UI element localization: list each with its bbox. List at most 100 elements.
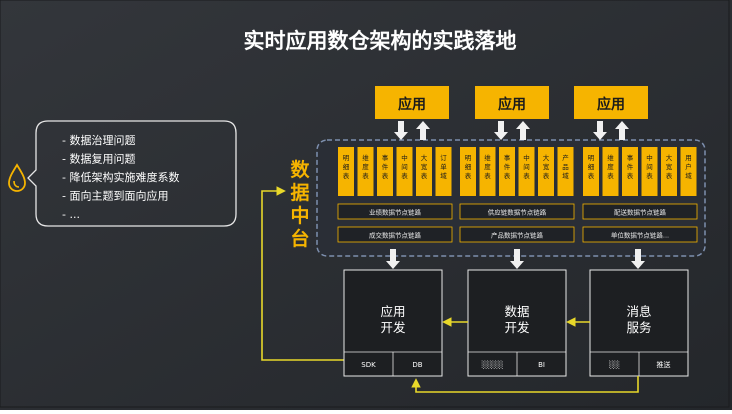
application-box: 应用: [475, 86, 549, 119]
table-label: 订单域: [440, 154, 447, 180]
chain-box-bottom: 产品数据节点链路: [459, 226, 575, 243]
table-box: [416, 147, 432, 196]
service-title: 数据: [504, 304, 529, 319]
table-box: [622, 147, 638, 196]
table-label: 明细表: [343, 154, 350, 180]
bullet-item: - 面向主题到面向应用: [62, 189, 168, 203]
platform-to-services-arrows: [386, 249, 645, 269]
table-box: [680, 147, 697, 196]
table-label: 维度表: [607, 153, 614, 180]
table-label: 中间表: [646, 153, 653, 180]
table-box: [377, 147, 393, 196]
app-up-arrow: [516, 121, 530, 140]
platform-label-char: 数: [290, 158, 310, 181]
platform-label-char: 中: [290, 204, 309, 227]
table-label: 维度表: [362, 153, 369, 180]
chain-box-top: 业绩数据节点链路: [337, 203, 453, 220]
application-box: 应用: [375, 86, 449, 119]
table-label: 中间表: [523, 153, 530, 180]
bullet-item: - 数据治理问题: [62, 133, 135, 147]
platform-down-arrow: [510, 249, 524, 269]
chain-label: 供应链数据节点链路: [488, 208, 547, 217]
app-up-arrow: [615, 121, 629, 140]
application-box: 应用: [574, 86, 648, 119]
application-label: 应用: [498, 96, 526, 113]
service-cell-label: DB: [412, 361, 422, 369]
table-label: 中间表: [401, 153, 408, 180]
table-label: 维度表: [484, 153, 491, 180]
app-down-arrow: [394, 121, 408, 140]
table-label: 大宽表: [421, 153, 428, 180]
table-label: 事件表: [504, 153, 511, 180]
chain-box-top: 配送数据节点链路: [582, 203, 698, 220]
table-box: [396, 147, 413, 196]
platform-label-char: 据: [290, 181, 309, 204]
platform-label-char: 台: [290, 227, 309, 250]
platform-down-arrow: [386, 249, 400, 269]
service-title: 服务: [626, 320, 651, 335]
chain-box-top: 供应链数据节点链路: [459, 203, 575, 220]
table-box: [557, 147, 574, 196]
chain-box-bottom: 成交数据节点链路: [337, 226, 453, 243]
table-box: [641, 147, 658, 196]
application-label: 应用: [398, 96, 426, 113]
table-label: 明细表: [588, 154, 595, 180]
table-box: [460, 147, 476, 196]
table-box: [518, 147, 535, 196]
service-title: 开发: [380, 320, 406, 335]
chain-label: 单位数据节点链路...: [611, 231, 669, 240]
app-up-arrow: [416, 121, 430, 140]
chain-box-bottom: 单位数据节点链路...: [582, 226, 698, 243]
table-label: 产品域: [562, 153, 569, 180]
table-label: 事件表: [627, 153, 634, 180]
table-box: [583, 147, 599, 196]
bullet-item: - 数据复用问题: [62, 152, 135, 166]
table-label: 用户域: [685, 154, 692, 180]
page-title: 实时应用数仓架构的实践落地: [244, 29, 517, 53]
data-domain-group: 明细表 维度表 事件表 中间表 大宽表 用户域配送数据节点链路单位数据节点链路...: [582, 147, 698, 243]
app-down-arrow: [494, 121, 508, 140]
table-label: 明细表: [465, 154, 472, 180]
table-box: [661, 147, 677, 196]
table-box: [479, 147, 496, 196]
issues-bubble: - 数据治理问题 - 数据复用问题 - 降低架构实施难度系数 - 面向主题到面向应用 -…: [27, 120, 237, 227]
chain-label: 业绩数据节点链路: [369, 208, 422, 217]
service-cell-label: ░░░░: [482, 360, 504, 369]
feedback-connector: [261, 186, 344, 361]
service-cell-label: ░░: [609, 360, 620, 369]
table-box: [499, 147, 515, 196]
table-box: [357, 147, 374, 196]
chain-label: 成交数据节点链路: [369, 231, 422, 240]
droplet-icon: [8, 163, 26, 192]
app-down-arrow: [593, 121, 607, 140]
service-cell-label: 推送: [657, 360, 671, 369]
application-label: 应用: [597, 96, 625, 113]
service-cell-label: BI: [538, 361, 545, 369]
chain-label: 产品数据节点链路: [491, 231, 544, 240]
table-box: [338, 147, 354, 196]
table-label: 大宽表: [666, 153, 673, 180]
table-label: 事件表: [382, 153, 389, 180]
table-box: [602, 147, 619, 196]
chain-label: 配送数据节点链路: [614, 208, 667, 217]
bullet-item: - 降低架构实施难度系数: [62, 170, 179, 184]
bullet-item: - ...: [62, 208, 80, 221]
table-box: [435, 147, 452, 196]
service-title: 开发: [504, 320, 530, 335]
service-title: 应用: [380, 304, 405, 319]
table-label: 大宽表: [543, 153, 550, 180]
platform-down-arrow: [631, 249, 645, 269]
message-to-db-connector: [411, 376, 639, 393]
table-box: [538, 147, 554, 196]
service-cell-label: SDK: [361, 361, 376, 369]
service-title: 消息: [626, 304, 651, 319]
